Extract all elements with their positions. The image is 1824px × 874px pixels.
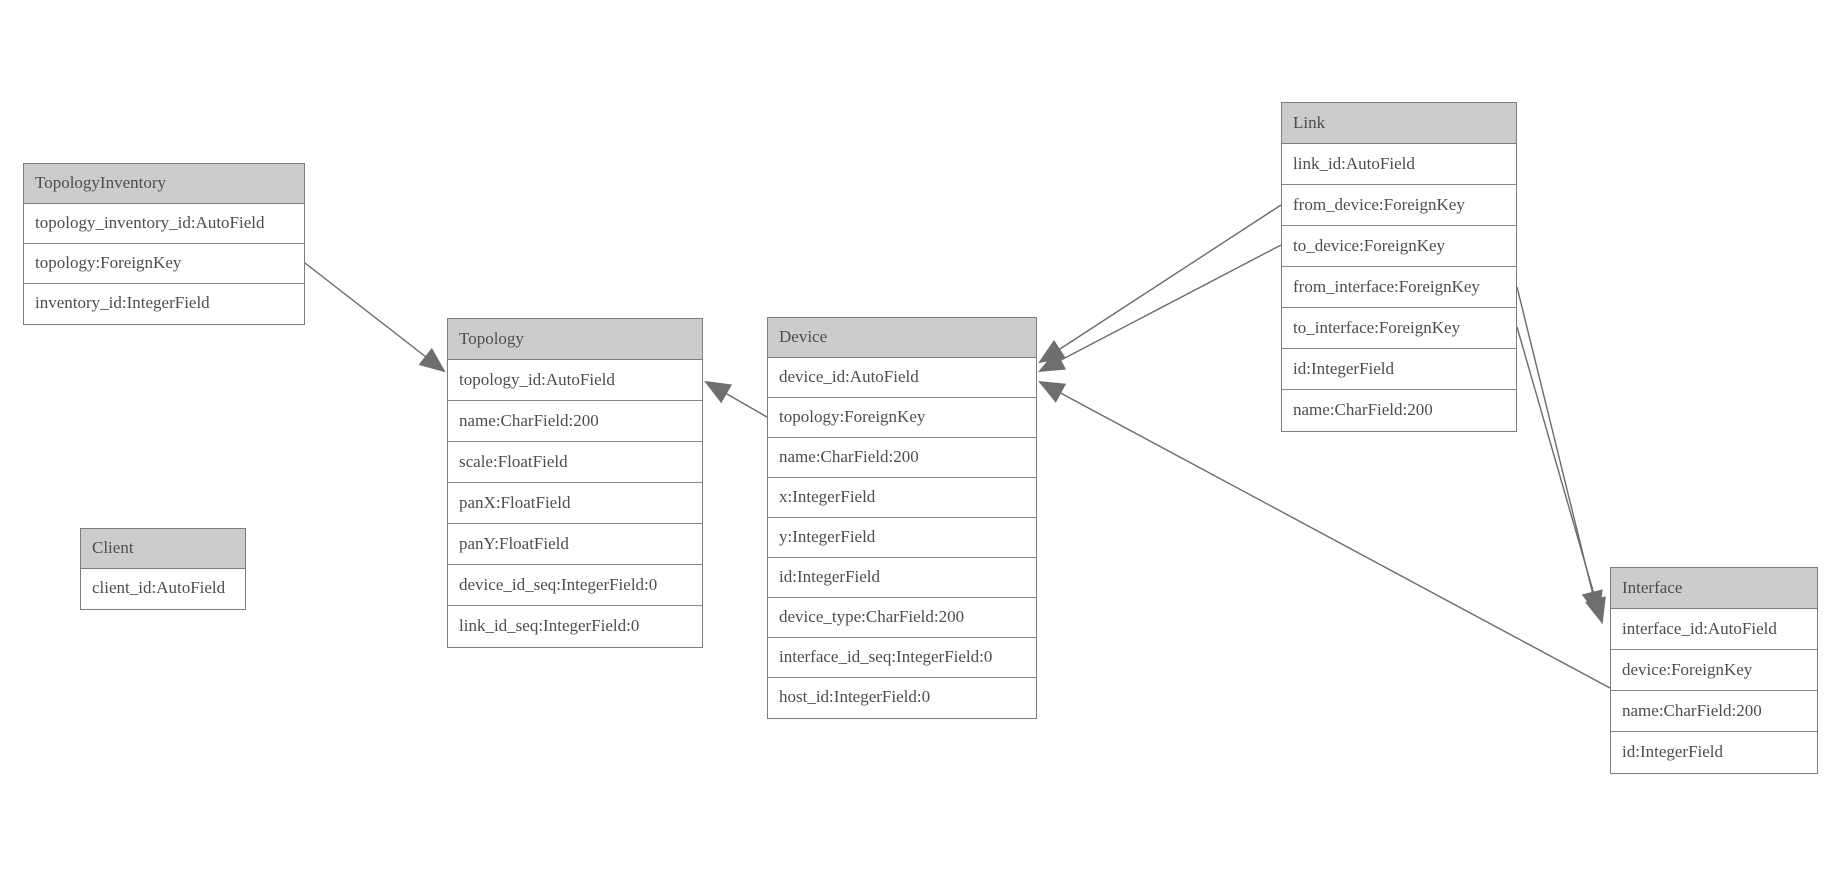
entity-field-row: panY:FloatField bbox=[448, 524, 702, 565]
entity-field-row: panX:FloatField bbox=[448, 483, 702, 524]
entity-field-row: topology_id:AutoField bbox=[448, 360, 702, 401]
entity-field-row: interface_id_seq:IntegerField:0 bbox=[768, 638, 1036, 678]
entity-field-row: name:CharField:200 bbox=[1282, 390, 1516, 431]
entity-header: Interface bbox=[1611, 568, 1817, 609]
entity-field-row: link_id_seq:IntegerField:0 bbox=[448, 606, 702, 647]
entity-header: Link bbox=[1282, 103, 1516, 144]
entity-table-client[interactable]: Client client_id:AutoField bbox=[80, 528, 246, 610]
entity-field-row: to_interface:ForeignKey bbox=[1282, 308, 1516, 349]
entity-field-row: device_id_seq:IntegerField:0 bbox=[448, 565, 702, 606]
entity-header: Client bbox=[81, 529, 245, 569]
entity-field-row: client_id:AutoField bbox=[81, 569, 245, 609]
entity-field-row: interface_id:AutoField bbox=[1611, 609, 1817, 650]
entity-field-row: topology:ForeignKey bbox=[768, 398, 1036, 438]
entity-field-row: host_id:IntegerField:0 bbox=[768, 678, 1036, 718]
entity-field-row: topology_inventory_id:AutoField bbox=[24, 204, 304, 244]
entity-field-row: name:CharField:200 bbox=[448, 401, 702, 442]
entity-field-row: x:IntegerField bbox=[768, 478, 1036, 518]
entity-header: TopologyInventory bbox=[24, 164, 304, 204]
entity-field-row: id:IntegerField bbox=[768, 558, 1036, 598]
entity-field-row: from_device:ForeignKey bbox=[1282, 185, 1516, 226]
entity-field-row: name:CharField:200 bbox=[1611, 691, 1817, 732]
relation-connector bbox=[1516, 326, 1606, 625]
entity-field-row: id:IntegerField bbox=[1282, 349, 1516, 390]
entity-field-row: from_interface:ForeignKey bbox=[1282, 267, 1516, 308]
entity-field-row: device_id:AutoField bbox=[768, 358, 1036, 398]
relation-connector bbox=[304, 262, 446, 373]
entity-field-row: inventory_id:IntegerField bbox=[24, 284, 304, 324]
relation-connector bbox=[1038, 204, 1282, 364]
entity-field-row: device:ForeignKey bbox=[1611, 650, 1817, 691]
entity-field-row: id:IntegerField bbox=[1611, 732, 1817, 773]
entity-table-topologyinventory[interactable]: TopologyInventory topology_inventory_id:… bbox=[23, 163, 305, 325]
entity-field-row: to_device:ForeignKey bbox=[1282, 226, 1516, 267]
entity-field-row: topology:ForeignKey bbox=[24, 244, 304, 284]
entity-field-row: y:IntegerField bbox=[768, 518, 1036, 558]
entity-field-row: device_type:CharField:200 bbox=[768, 598, 1036, 638]
entity-field-row: scale:FloatField bbox=[448, 442, 702, 483]
entity-field-row: link_id:AutoField bbox=[1282, 144, 1516, 185]
entity-field-row: name:CharField:200 bbox=[768, 438, 1036, 478]
relation-connector bbox=[1038, 380, 1611, 689]
relation-connector bbox=[704, 380, 768, 418]
entity-header: Topology bbox=[448, 319, 702, 360]
relation-connector bbox=[1038, 244, 1282, 373]
entity-header: Device bbox=[768, 318, 1036, 358]
